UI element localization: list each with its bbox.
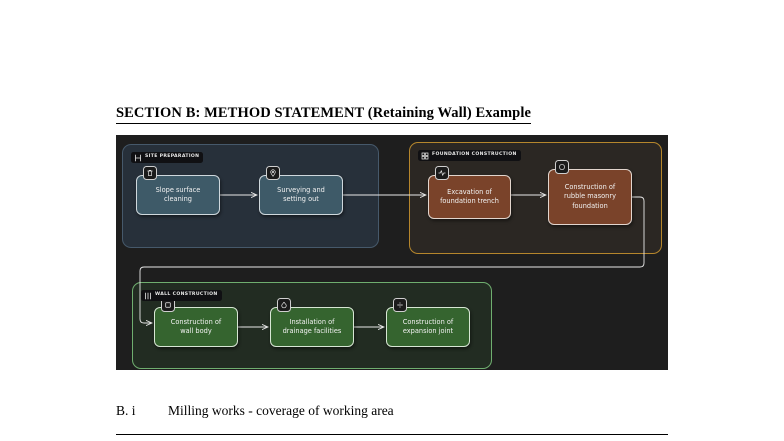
node-label-line1: Construction of (564, 182, 616, 191)
node-expansion-joint[interactable]: Construction of expansion joint (386, 298, 470, 347)
droplet-icon (277, 298, 291, 312)
node-label-line1: Surveying and (277, 185, 325, 194)
node-construction-wall-body[interactable]: Construction of wall body (154, 298, 238, 347)
caption-text: Milling works - coverage of working area (168, 403, 394, 418)
node-label: Construction of expansion joint (403, 318, 453, 337)
node-label-line3: foundation (572, 201, 608, 210)
node-label-line2: wall body (180, 327, 212, 335)
activity-icon (435, 166, 449, 180)
trash-icon (143, 166, 157, 180)
node-label-line1: Construction of (402, 317, 454, 326)
group-label-foundation-construction: FOUNDATION CONSTRUCTION (418, 150, 521, 161)
node-excavation-foundation-trench[interactable]: Excavation of foundation trench (428, 166, 511, 219)
grid-icon (421, 152, 429, 159)
node-label-line1: Construction of (170, 317, 222, 326)
flowchart-diagram: SITE PREPARATION FOUNDATION CONSTRUCTION… (116, 135, 668, 370)
node-label-line2: setting out (283, 195, 319, 203)
book-icon (145, 292, 151, 299)
node-label: Construction of rubble masonry foundatio… (564, 183, 616, 211)
node-label-line2: expansion joint (402, 327, 454, 335)
node-label-line2: rubble masonry (564, 192, 616, 201)
bottom-divider (116, 434, 668, 435)
node-label-line2: foundation trench (440, 197, 499, 205)
caption-index: B. i (116, 403, 136, 418)
node-label-line1: Excavation of (447, 187, 492, 196)
node-label-line1: Slope surface (155, 185, 201, 194)
page-title: SECTION B: METHOD STATEMENT (Retaining W… (116, 104, 532, 125)
node-rubble-masonry-foundation[interactable]: Construction of rubble masonry foundatio… (548, 160, 632, 225)
group-label-text: WALL CONSTRUCTION (155, 292, 218, 298)
node-drainage-facilities[interactable]: Installation of drainage facilities (270, 298, 354, 347)
node-label-line2: drainage facilities (282, 327, 342, 335)
group-label-text: SITE PREPARATION (145, 154, 200, 160)
divide-icon (393, 298, 407, 312)
node-label-line2: cleaning (164, 195, 192, 203)
node-label: Installation of drainage facilities (283, 318, 342, 337)
node-label: Construction of wall body (171, 318, 221, 337)
group-label-text: FOUNDATION CONSTRUCTION (432, 152, 517, 158)
node-label: Excavation of foundation trench (440, 188, 499, 207)
node-label: Slope surface cleaning (156, 186, 201, 205)
ruler-icon (135, 154, 141, 161)
map-pin-icon (266, 166, 280, 180)
group-label-wall-construction: WALL CONSTRUCTION (141, 290, 222, 301)
group-label-site-preparation: SITE PREPARATION (131, 152, 204, 163)
circle-icon (555, 160, 569, 174)
node-label-line1: Installation of (289, 317, 335, 326)
figure-caption: B. i Milling works - coverage of working … (116, 403, 394, 419)
node-label: Surveying and setting out (277, 186, 325, 205)
node-slope-surface-cleaning[interactable]: Slope surface cleaning (136, 166, 220, 215)
node-surveying-setting-out[interactable]: Surveying and setting out (259, 166, 343, 215)
